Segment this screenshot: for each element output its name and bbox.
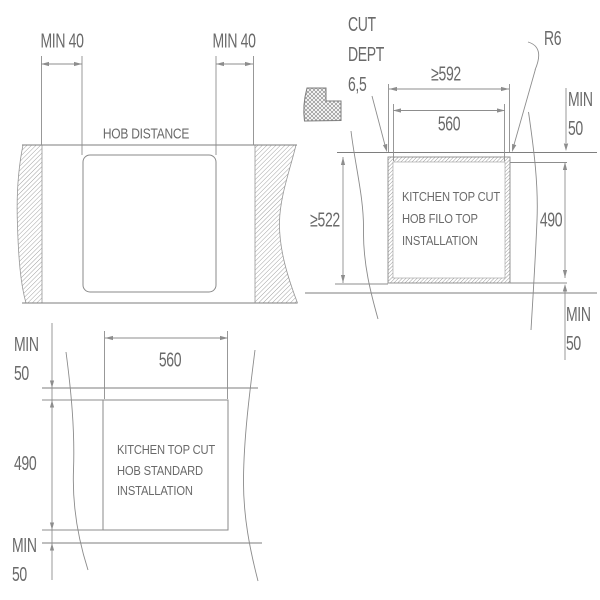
filo-box-caption-line2: HOB FILO TOP bbox=[402, 211, 478, 226]
filo-box-caption-line3: INSTALLATION bbox=[402, 233, 478, 248]
filo-arrowheads bbox=[340, 86, 569, 292]
filo-width-inner-label: 560 bbox=[437, 113, 461, 136]
min40-left-label: MIN 40 bbox=[40, 30, 84, 53]
std-min50-top-label: MIN 50 bbox=[14, 331, 39, 389]
standard-cut-diagram bbox=[42, 323, 262, 582]
std-arrowheads bbox=[49, 335, 228, 551]
std-min50-top-line2: 50 bbox=[14, 363, 29, 385]
cut-depth-profile-symbol bbox=[303, 87, 342, 122]
filo-box-caption-line1: KITCHEN TOP CUT bbox=[402, 189, 501, 204]
cut-depth-note: CUT DEPT 6,5 bbox=[348, 10, 384, 100]
std-min50-bottom-line2: 50 bbox=[12, 564, 27, 586]
std-break-lines bbox=[65, 349, 259, 582]
filo-box-caption: KITCHEN TOP CUT HOB FILO TOP INSTALLATIO… bbox=[402, 186, 500, 252]
std-depth-label: 490 bbox=[14, 453, 37, 475]
cut-outline bbox=[102, 399, 229, 531]
std-box-caption-line1: KITCHEN TOP CUT bbox=[117, 442, 216, 457]
cut-depth-note-value: 6,5 bbox=[348, 74, 367, 96]
std-min50-top-line1: MIN bbox=[14, 334, 39, 356]
filo-depth-inner-label: 490 bbox=[539, 209, 563, 232]
filo-min50-top-line2: 50 bbox=[568, 118, 583, 140]
cut-depth-note-line1: CUT bbox=[348, 14, 376, 36]
filo-extension-lines bbox=[335, 84, 567, 285]
filo-min50-bottom-label: MIN 50 bbox=[566, 301, 591, 359]
filo-depth-outer-label: ≥522 bbox=[310, 209, 340, 232]
cut-depth-leader bbox=[371, 95, 387, 150]
filo-cut-diagram bbox=[303, 41, 597, 360]
std-width-label: 560 bbox=[158, 349, 182, 372]
hob-outline bbox=[82, 154, 217, 293]
std-box-caption: KITCHEN TOP CUT HOB STANDARD INSTALLATIO… bbox=[117, 440, 215, 502]
filo-width-outer-label: ≥592 bbox=[431, 63, 461, 86]
wall-section-right bbox=[254, 144, 299, 304]
std-min50-bottom-line1: MIN bbox=[12, 535, 37, 557]
filo-dimension-lines bbox=[342, 88, 567, 360]
std-box-caption-line3: INSTALLATION bbox=[117, 483, 193, 498]
min40-right-label: MIN 40 bbox=[212, 30, 256, 53]
cut-inner-outline bbox=[392, 161, 506, 279]
std-box-caption-line2: HOB STANDARD bbox=[117, 462, 203, 478]
radius-label: R6 bbox=[544, 28, 562, 50]
radius-leader bbox=[512, 41, 540, 150]
min40-arrowheads bbox=[41, 61, 253, 67]
wall-section-left bbox=[16, 144, 43, 304]
cut-depth-note-line2: DEPT bbox=[348, 44, 384, 66]
filo-min50-bottom-line2: 50 bbox=[566, 333, 581, 355]
filo-leader-lines bbox=[371, 41, 540, 150]
std-dimension-lines bbox=[51, 323, 228, 580]
filo-min50-top-line1: MIN bbox=[568, 89, 593, 111]
filo-min50-top-label: MIN 50 bbox=[568, 86, 593, 144]
std-min50-bottom-label: MIN 50 bbox=[12, 532, 37, 590]
filo-min50-bottom-line1: MIN bbox=[566, 304, 591, 326]
hob-distance-label: HOB DISTANCE bbox=[102, 125, 190, 143]
counter-top-view bbox=[16, 56, 299, 304]
filo-break-lines bbox=[350, 111, 538, 331]
